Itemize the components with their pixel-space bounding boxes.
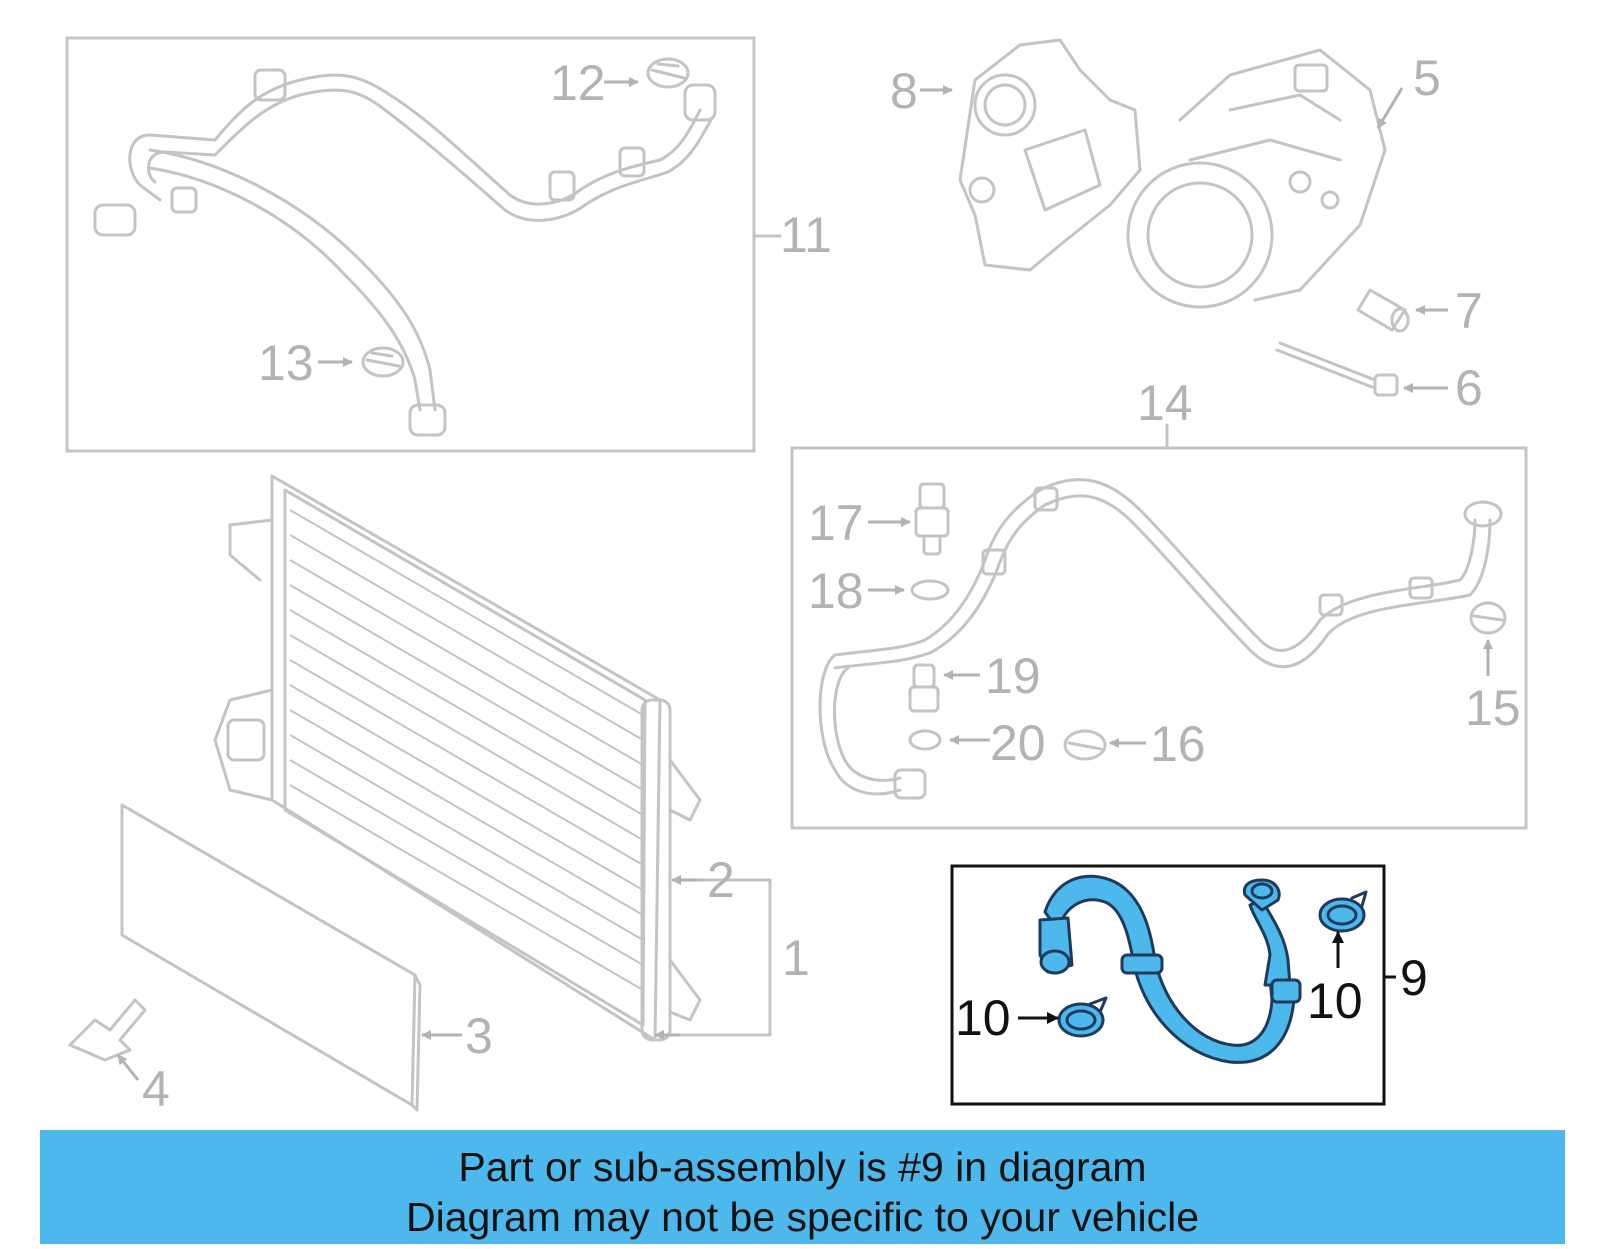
callout-10-left: 10 (955, 990, 1011, 1046)
callout-9: 9 (1400, 950, 1428, 1006)
callout-16: 16 (1150, 716, 1206, 772)
callout-14: 14 (1137, 375, 1193, 431)
condenser-2 (213, 474, 702, 1042)
callout-8: 8 (890, 63, 918, 119)
callout-3: 3 (465, 1008, 493, 1064)
clip-10-left (1057, 996, 1108, 1038)
group-box-11 (65, 36, 782, 453)
group-box-14 (790, 423, 1528, 830)
hose-assembly-14 (818, 478, 1503, 800)
clip-4 (68, 998, 147, 1062)
sensor-19 (908, 663, 940, 713)
o-ring-18 (910, 579, 950, 601)
bracket-8 (958, 38, 1142, 272)
compressor-5 (1126, 48, 1387, 309)
clip-10-right (1318, 890, 1368, 933)
callout-17: 17 (808, 495, 864, 551)
callout-6: 6 (1455, 360, 1483, 416)
callout-20: 20 (990, 715, 1046, 771)
hose-9 (1038, 874, 1302, 1064)
pressure-switch-17 (914, 482, 950, 556)
callout-11: 11 (780, 207, 832, 263)
callout-4: 4 (142, 1061, 170, 1117)
shield-3 (120, 803, 422, 1112)
banner-line-part: Part or sub-assembly is #9 in diagram (458, 1144, 1147, 1190)
bolt-6 (1275, 341, 1399, 397)
clip-15 (1469, 601, 1507, 635)
callout-12: 12 (550, 55, 606, 111)
banner-line-disclaimer: Diagram may not be specific to your vehi… (405, 1194, 1199, 1240)
sleeve-7 (1356, 288, 1410, 333)
clip-12 (646, 57, 690, 89)
callout-13: 13 (258, 335, 314, 391)
callout-19: 19 (985, 648, 1041, 704)
callout-7: 7 (1455, 283, 1483, 339)
info-banner: Part or sub-assembly is #9 in diagram Di… (40, 1130, 1565, 1244)
callout-15: 15 (1465, 680, 1521, 736)
clip-16 (1063, 729, 1107, 761)
callout-18: 18 (808, 563, 864, 619)
o-ring-20 (908, 729, 942, 751)
hose-assembly-11 (93, 68, 717, 437)
callout-5: 5 (1413, 50, 1441, 106)
callout-2: 2 (707, 852, 735, 908)
callout-10-right: 10 (1307, 973, 1363, 1029)
group-box-9 (950, 864, 1396, 1106)
clip-13 (361, 346, 405, 378)
callout-1: 1 (782, 930, 810, 986)
